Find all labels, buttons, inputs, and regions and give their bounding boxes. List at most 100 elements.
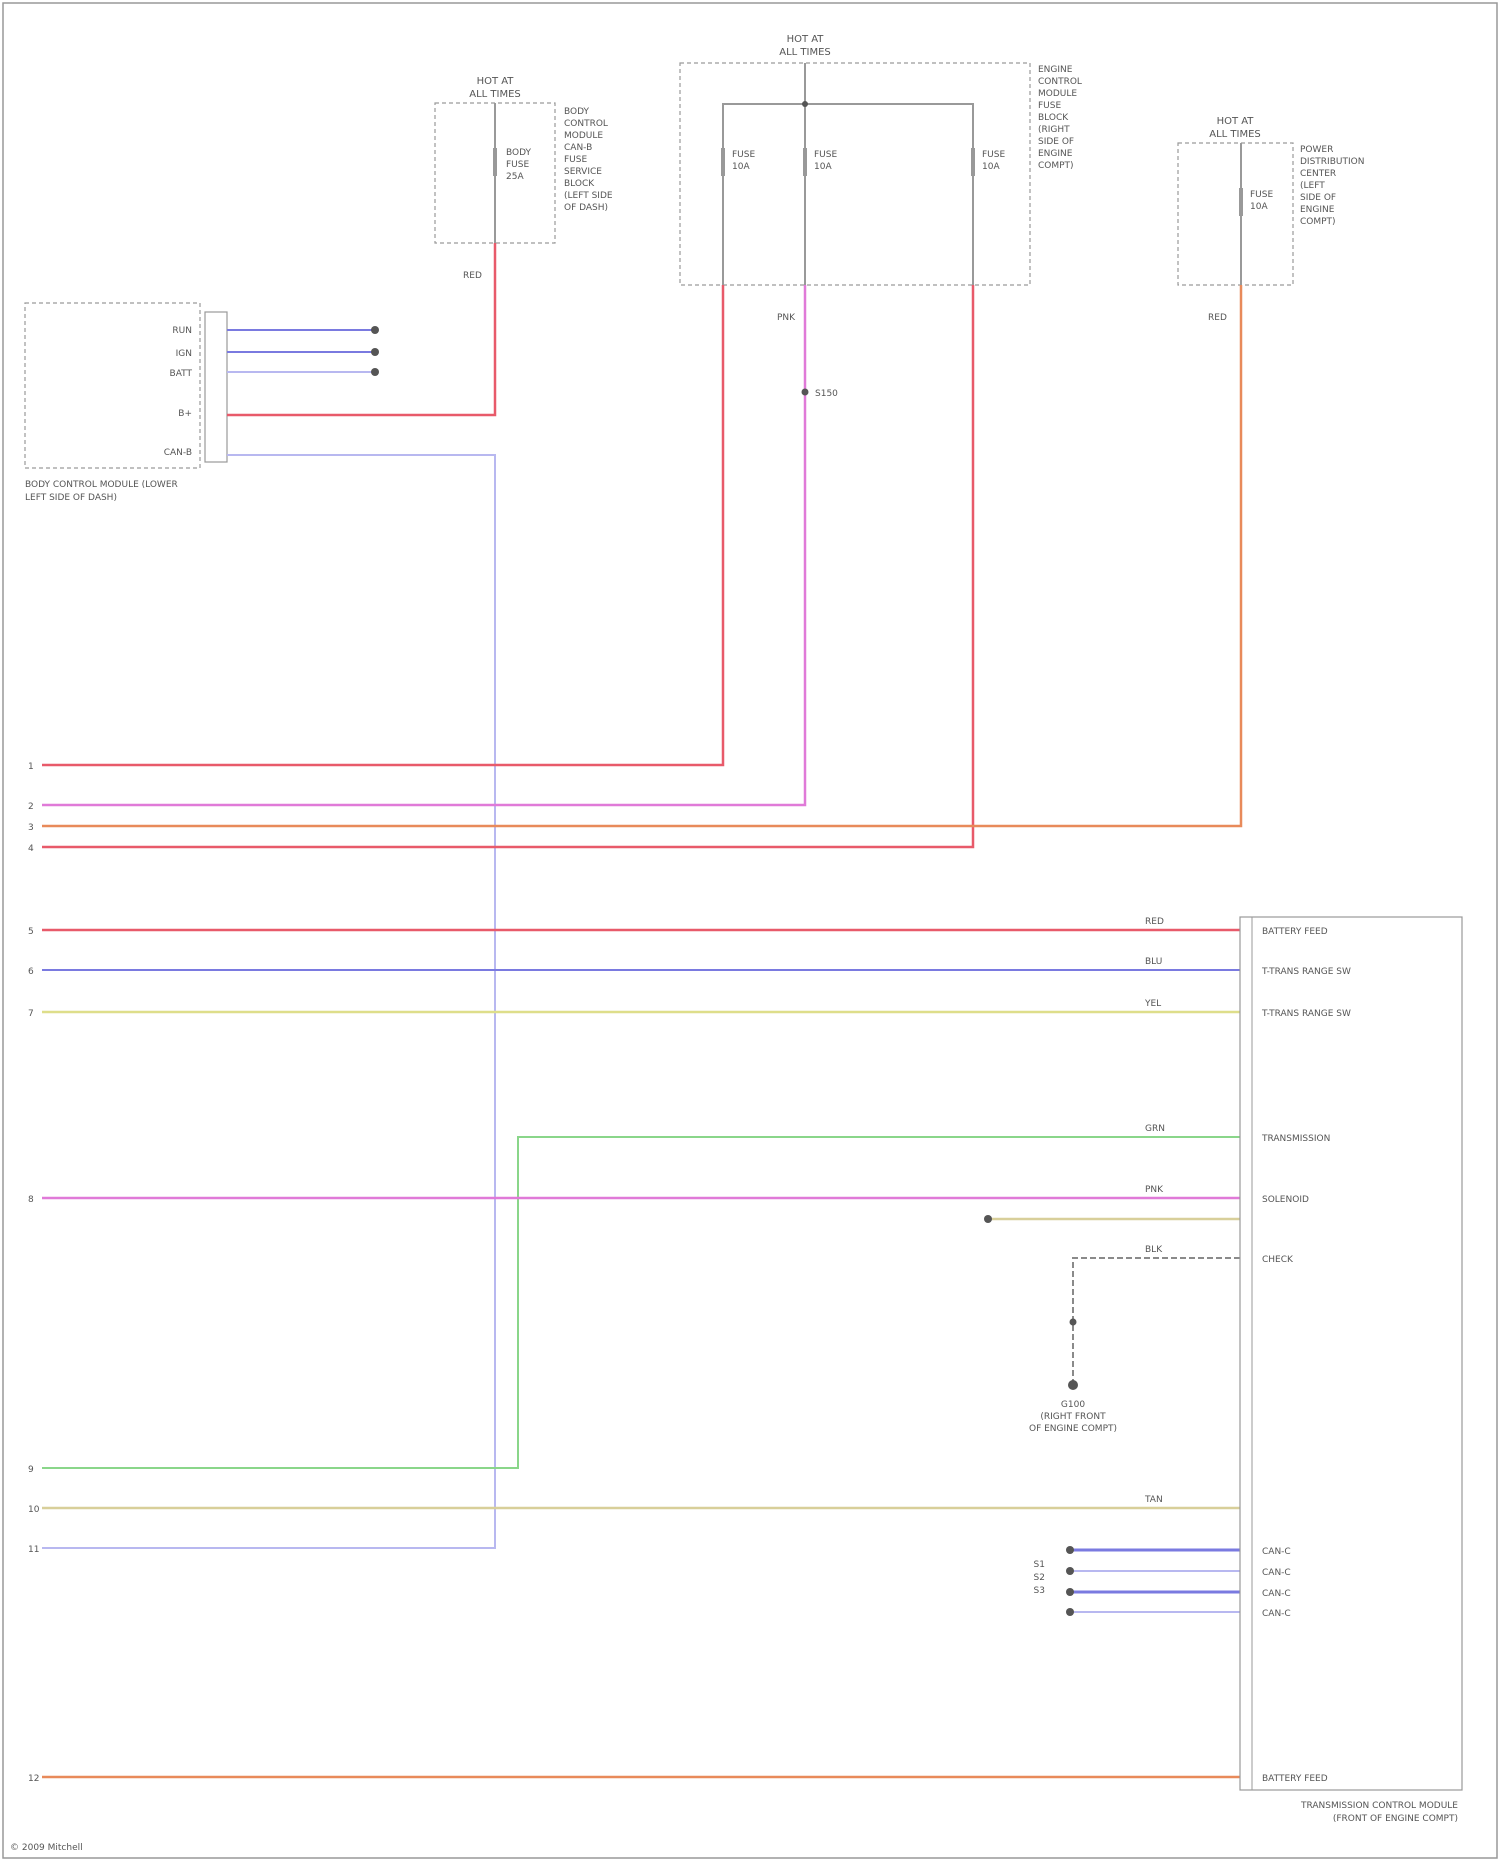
fuse-box-1-side-4: CAN-B [564, 143, 592, 153]
tcm-outline [1240, 917, 1462, 1790]
tcm-wire-code-4: GRN [1145, 1124, 1165, 1134]
ground-point [1068, 1380, 1078, 1390]
tcm-wire-code-6: TAN [1144, 1495, 1163, 1505]
ground-label-1: G100 [1061, 1400, 1085, 1410]
fuse-box-3-side-4: (LEFT [1300, 181, 1325, 191]
fuse-box-2-fuse-right-1: FUSE [982, 150, 1005, 160]
fuse-box-1-side-6: SERVICE [564, 167, 602, 177]
fuse-box-3-outline [1178, 143, 1293, 285]
ground-label-2: (RIGHT FRONT [1040, 1412, 1106, 1422]
fuse-box-1-side-5: FUSE [564, 155, 587, 165]
tcm-pin-label-2: T-TRANS RANGE SW [1261, 967, 1351, 977]
fuse-box-2-side-3: MODULE [1038, 89, 1077, 99]
fuse-box-1-side-2: CONTROL [564, 119, 608, 129]
can-splice-4 [1066, 1608, 1074, 1616]
fuse-box-2-fuse-left-1: FUSE [732, 150, 755, 160]
fuse-box-3-side-1: POWER [1300, 145, 1333, 155]
can-splice-label-2: S2 [1034, 1573, 1045, 1583]
left-pin-10: 10 [28, 1505, 40, 1515]
can-splice-3 [1066, 1588, 1074, 1596]
fuse-box-2-side-6: (RIGHT [1038, 125, 1070, 135]
wire-lightblue-long [42, 455, 495, 1548]
left-pin-3: 3 [28, 823, 34, 833]
tcm-connector [1240, 917, 1252, 1790]
fuse-box-2-fuse-mid-1: FUSE [814, 150, 837, 160]
wire-label-splice: S150 [815, 389, 838, 399]
fuse-box-2-fuse-right-2: 10A [982, 162, 1000, 172]
fuse-box-3-fuse [1239, 188, 1243, 216]
tcm-pin-label-11: BATTERY FEED [1262, 1774, 1328, 1784]
bcm-pin-label-batt: BATT [170, 369, 193, 379]
fuse-box-3-side-6: ENGINE [1300, 205, 1335, 215]
fuse-box-2: HOT AT ALL TIMES FUSE 10A FUSE 10A FUSE … [680, 34, 1082, 285]
fuse-box-3-side-2: DISTRIBUTION [1300, 157, 1364, 167]
fuse-box-2-side-8: ENGINE [1038, 149, 1073, 159]
body-control-module: RUN IGN BATT B+ CAN-B BODY CONTROL MODUL… [25, 303, 379, 503]
tcm-pin-label-1: BATTERY FEED [1262, 927, 1328, 937]
left-pin-6: 6 [28, 967, 34, 977]
fuse-box-1-side-8: (LEFT SIDE [564, 191, 613, 201]
fuse-box-2-side-9: COMPT) [1038, 161, 1074, 171]
wire-label-red-top: RED [463, 271, 482, 281]
left-pin-8: 8 [28, 1195, 34, 1205]
fuse-box-1-fuse [493, 148, 497, 176]
fuse-box-1-side-9: OF DASH) [564, 203, 608, 213]
fuse-box-2-junction [802, 101, 808, 107]
bcm-splice-1 [371, 326, 379, 334]
bcm-pin-label-canb: CAN-B [164, 448, 192, 458]
tcm-wire-code-7: BLK [1145, 1245, 1163, 1255]
can-splice-2 [1066, 1567, 1074, 1575]
fuse-box-1-side-1: BODY [564, 107, 590, 117]
left-pin-numbers: 1 2 3 4 5 6 7 8 9 10 11 12 [28, 762, 40, 1784]
left-pin-9: 9 [28, 1465, 34, 1475]
fuse-box-2-header-1: HOT AT [787, 34, 825, 45]
fuse-box-2-outline [680, 63, 1030, 285]
fuse-box-3-fuse-label-2: 10A [1250, 202, 1268, 212]
fuse-box-1-fuse-label-2: FUSE [506, 160, 529, 170]
fuse-box-3-header-1: HOT AT [1217, 116, 1255, 127]
fuse-box-2-side-4: FUSE [1038, 101, 1061, 111]
fuse-box-3-fuse-label-1: FUSE [1250, 190, 1273, 200]
fuse-box-2-fuse-left-2: 10A [732, 162, 750, 172]
splice-tan [984, 1215, 992, 1223]
fuse-box-1-header-2: ALL TIMES [469, 89, 521, 100]
left-pin-5: 5 [28, 927, 34, 937]
fuse-box-3-side-5: SIDE OF [1300, 193, 1336, 203]
tcm-wire-code-1: RED [1145, 917, 1164, 927]
wire-orange-pin3 [42, 285, 1241, 826]
fuse-box-1-side-3: MODULE [564, 131, 603, 141]
bcm-caption-2: LEFT SIDE OF DASH) [25, 493, 117, 503]
tcm-pin-label-4: TRANSMISSION [1261, 1134, 1330, 1144]
fuse-box-2-fuse-left [721, 148, 725, 176]
can-splice-1 [1066, 1546, 1074, 1554]
fuse-box-3-header-2: ALL TIMES [1209, 129, 1261, 140]
fuse-box-2-bus-right [805, 104, 973, 285]
tcm-wire-code-5: PNK [1145, 1185, 1164, 1195]
fuse-box-2-fuse-right [971, 148, 975, 176]
can-splice-label-3: S3 [1034, 1586, 1045, 1596]
tcm-wire-code-3: YEL [1144, 999, 1161, 1009]
left-pin-7: 7 [28, 1009, 34, 1019]
ground-label-3: OF ENGINE COMPT) [1029, 1424, 1117, 1434]
wire-ground [1073, 1258, 1240, 1385]
left-pin-11: 11 [28, 1545, 39, 1555]
tcm-pin-label-3: T-TRANS RANGE SW [1261, 1009, 1351, 1019]
fuse-box-2-fuse-mid [803, 148, 807, 176]
footer-copyright: © 2009 Mitchell [10, 1843, 83, 1853]
bcm-pin-label-ign: IGN [176, 349, 192, 359]
bcm-splice-3 [371, 368, 379, 376]
fuse-box-1-side-7: BLOCK [564, 179, 595, 189]
bcm-connector [205, 312, 227, 462]
left-pin-4: 4 [28, 844, 34, 854]
tcm-wire-code-2: BLU [1145, 957, 1162, 967]
can-splice-label-1: S1 [1034, 1560, 1045, 1570]
wire-label-red-box3: RED [1208, 313, 1227, 323]
fuse-box-2-side-1: ENGINE [1038, 65, 1073, 75]
tcm-pin-label-10: CAN-C [1262, 1609, 1291, 1619]
tcm-caption-1: TRANSMISSION CONTROL MODULE [1300, 1801, 1458, 1811]
fuse-box-2-header-2: ALL TIMES [779, 47, 831, 58]
left-pin-1: 1 [28, 762, 34, 772]
wire-label-pink-top: PNK [777, 313, 796, 323]
left-pin-12: 12 [28, 1774, 39, 1784]
ground-splice [1070, 1319, 1077, 1326]
